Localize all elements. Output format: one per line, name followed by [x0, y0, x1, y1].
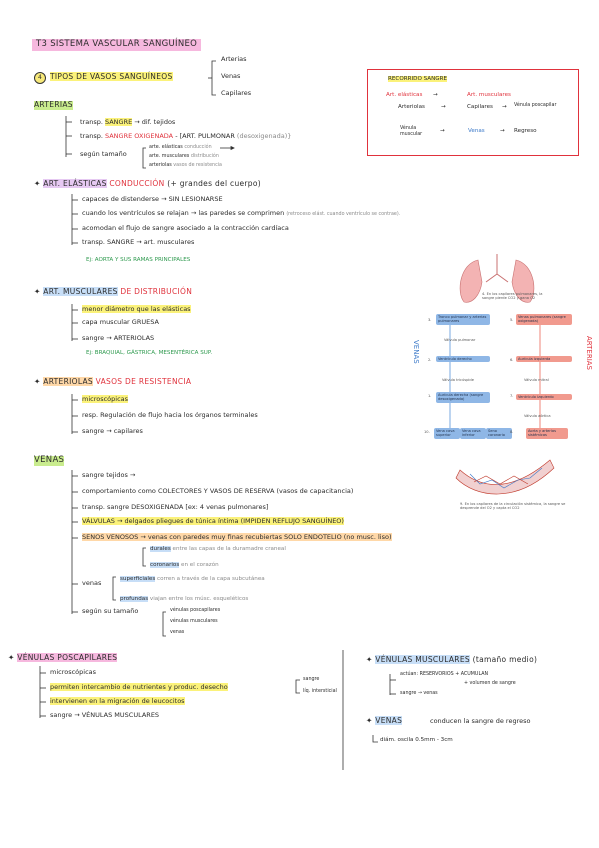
musculares-line: sangre → ARTERIOLAS — [82, 334, 155, 342]
poscapilares-heading: ✦ VÉNULAS POSCAPILARES — [8, 653, 118, 662]
tipo-item: Arterias — [221, 55, 247, 63]
diagram-note: Válvula mitral — [524, 378, 549, 382]
diagram-note: 4. En los capilares pulmonares, la sangr… — [482, 292, 543, 301]
diagram-side-label: ARTERIAS — [585, 336, 593, 371]
recorrido-box — [367, 69, 579, 156]
diagram-step: 6. — [510, 358, 514, 362]
venas-sub: superficiales corren a través de la capa… — [120, 576, 265, 582]
elasticas-example: Ej: AORTA Y SUS RAMAS PRINCIPALES — [86, 257, 191, 263]
diagram-box: Vena cava inferior — [460, 428, 486, 439]
diagram-step: 7. — [510, 394, 514, 398]
circulation-diagram: 4. En los capilares pulmonares, la sangr… — [420, 252, 590, 522]
poscapilares-line: intervienen en la migración de leucocito… — [50, 697, 185, 705]
diagram-box: Venas pulmonares (sangre oxigenada) — [516, 314, 572, 325]
elasticas-line: acomodan el flujo de sangre asociado a l… — [82, 224, 289, 232]
diagram-box: Ventrículo derecho — [436, 356, 490, 363]
recorrido-step: Vénula poscapilar — [514, 103, 557, 108]
recorrido-step: Art. elásticas — [386, 92, 423, 98]
arteriolas-heading: ✦ ARTERIOLAS VASOS DE RESISTENCIA — [34, 377, 192, 386]
diagram-box: Aorta y arterias sistémicas — [526, 428, 568, 439]
venulas-musc-heading: ✦ VÉNULAS MUSCULARES (tamaño medio) — [366, 655, 538, 664]
tipo-item: Venas — [221, 72, 241, 80]
poscapilares-line: sangre → VÉNULAS MUSCULARES — [50, 711, 160, 719]
diagram-side-label: VENAS — [412, 340, 420, 364]
diagram-note: Válvula aórtica — [524, 414, 551, 418]
elasticas-heading: ✦ ART. ELÁSTICAS CONDUCCIÓN (+ grandes d… — [34, 179, 261, 188]
arteriolas-line: resp. Regulación de flujo hacia los órga… — [82, 411, 258, 419]
venas-final-size: diám. oscila 0.5mm - 3cm — [380, 737, 453, 743]
recorrido-step: Venas — [468, 128, 485, 134]
arteriolas-line: sangre → capilares — [82, 427, 143, 435]
musculares-line: menor diámetro que las elásticas — [82, 305, 191, 313]
diagram-step: 1. — [428, 394, 432, 398]
page-title: T3 SISTEMA VASCULAR SANGUÍNEO — [32, 39, 202, 51]
recorrido-step: Vénula muscular — [400, 126, 423, 137]
recorrido-title: RECORRIDO SANGRE — [388, 76, 448, 83]
arterias-heading: ARTERIAS — [34, 100, 73, 110]
arterias-line: transp. SANGRE → dif. tejidos — [80, 118, 176, 126]
elasticas-line: transp. SANGRE → art. musculares — [82, 238, 195, 246]
recorrido-step: Art. musculares — [467, 92, 511, 98]
venas-line: transp. sangre DESOXIGENADA [ex: 4 venas… — [82, 503, 269, 511]
musculares-example: Ej: BRAQUIAL, GÁSTRICA, MESENTÉRICA SUP. — [86, 350, 213, 356]
senos-item: coronarios en el corazón — [150, 562, 219, 568]
diagram-step: 10. — [424, 430, 430, 434]
elasticas-line: cuando los ventrículos se relajan → las … — [82, 209, 401, 217]
venas-line: venas — [82, 579, 102, 587]
diagram-step: 3. — [428, 318, 432, 322]
recorrido-step: Arteriolas — [398, 104, 425, 110]
tamano-item: vénulas musculares — [170, 619, 218, 624]
diagram-step: 2. — [428, 358, 432, 362]
venas-final-desc: conducen la sangre de regreso — [430, 717, 531, 725]
diagram-box: Aurícula izquierda — [516, 356, 572, 363]
venas-final-heading: ✦ VENAS — [366, 716, 403, 725]
diagram-step: 8. — [510, 430, 514, 434]
diagram-step: 5. — [510, 318, 514, 322]
recorrido-step: Regreso — [514, 128, 537, 134]
arterias-line: transp. SANGRE OXIGENADA - [ART. PULMONA… — [80, 132, 292, 140]
arterias-sub: arte. elásticas conducción — [149, 145, 212, 150]
poscapilares-side: líq. intersticial — [303, 689, 337, 694]
venas-line: VÁLVULAS → delgados pliegues de túnica í… — [82, 517, 344, 525]
senos-item: durales entre las capas de la duramadre … — [150, 546, 286, 552]
musculares-heading: ✦ ART. MUSCULARES DE DISTRIBUCIÓN — [34, 287, 193, 296]
venulas-musc-line: + volumen de sangre — [464, 681, 516, 686]
tipos-label: TIPOS DE VASOS SANGUÍNEOS — [50, 72, 173, 81]
tamano-item: venas — [170, 630, 185, 635]
poscapilares-side: sangre — [303, 677, 320, 682]
venas-line: comportamiento como COLECTORES Y VASOS D… — [82, 487, 354, 495]
venas-line: según su tamaño — [82, 607, 139, 615]
poscapilares-line: permiten intercambio de nutrientes y pro… — [50, 683, 228, 691]
venas-heading: VENAS — [34, 455, 65, 466]
arterias-line: según tamaño — [80, 150, 127, 158]
diagram-box: Seno coronario — [486, 428, 512, 439]
poscapilares-line: microscópicas — [50, 668, 97, 676]
arterias-sub: arte. musculares distribución — [149, 154, 219, 159]
recorrido-step: Capilares — [467, 104, 493, 110]
arteriolas-line: microscópicas — [82, 395, 129, 403]
diagram-note: Válvula tricúspide — [442, 378, 474, 382]
venas-sub: profundas viajan entre los músc. esquelé… — [120, 596, 249, 602]
arterias-sub: arteriolas vasos de resistencia — [149, 163, 222, 168]
musculares-line: capa muscular GRUESA — [82, 318, 159, 326]
tamano-item: vénulas poscapilares — [170, 608, 221, 613]
diagram-box: Ventrículo izquierdo — [516, 394, 572, 401]
venas-line: sangre tejidos → — [82, 471, 136, 479]
diagram-note: Válvula pulmonar — [444, 338, 476, 342]
diagram-box: Tronco pulmonar y arterias pulmonares — [436, 314, 490, 325]
venulas-musc-line: actúan: RESERVORIOS + ACUMULAN — [400, 672, 489, 677]
tipos-heading: 4 TIPOS DE VASOS SANGUÍNEOS — [34, 72, 173, 84]
diagram-caption: 9. En los capilares de la circulación si… — [460, 502, 566, 511]
diagram-box: Vena cava superior — [434, 428, 460, 439]
venulas-musc-line: sangre → venas — [400, 691, 438, 696]
venas-line: SENOS VENOSOS → venas con paredes muy fi… — [82, 533, 392, 541]
tipo-item: Capilares — [221, 89, 252, 97]
diagram-box: Aurícula derecha (sangre desoxigenada) — [436, 392, 490, 403]
number-badge: 4 — [34, 72, 46, 84]
elasticas-line: capaces de distenderse → SIN LESIONARSE — [82, 195, 223, 203]
